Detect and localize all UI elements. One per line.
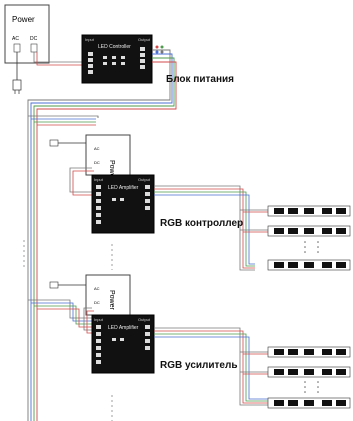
power-box-low: Power AC DC xyxy=(85,274,131,316)
controller-output-dots xyxy=(155,45,164,54)
mains-plug-mid-icon xyxy=(49,139,86,147)
power-box-low-title: Power xyxy=(108,290,115,311)
bus-tap-amp2 xyxy=(28,299,92,328)
led-amplifier-2-box: Input Output LED Amplifier xyxy=(91,314,155,374)
power-to-controller-wires xyxy=(33,52,82,66)
amp2-input-label: Input xyxy=(94,317,104,322)
power-box-low-dc: DC xyxy=(94,300,100,305)
controller-output-bus xyxy=(27,49,177,421)
power-box-mid: Power AC DC xyxy=(85,134,131,181)
power-box-low-ac: AC xyxy=(94,286,100,291)
led-strip-2b xyxy=(267,366,351,378)
caption-rgb-controller: RGB контроллер xyxy=(160,218,244,229)
power-mid-to-amp1-wires xyxy=(69,167,94,196)
mains-plug-top-icon xyxy=(12,52,22,94)
led-strip-1b xyxy=(267,225,351,237)
led-strip-1c xyxy=(267,259,351,271)
led-strip-1a xyxy=(267,205,351,217)
power-box-mid-ac: AC xyxy=(94,146,100,151)
power-box-top-ac: AC xyxy=(12,36,19,42)
caption-power-unit: Блок питания xyxy=(166,74,234,85)
amp2-title: LED Amplifier xyxy=(108,325,139,331)
led-controller-box: Input Output LED Controller xyxy=(81,34,153,84)
strip-gap-dots-1 xyxy=(304,241,319,253)
amp2-output-wires xyxy=(154,327,268,406)
power-box-mid-title: Power xyxy=(108,160,115,181)
amp1-input-label: Input xyxy=(94,177,104,182)
power-box-top-title: Power xyxy=(12,15,35,24)
led-strip-2c xyxy=(267,397,351,409)
led-strip-2a xyxy=(267,346,351,358)
led-amplifier-1-box: Input Output LED Amplifier xyxy=(91,174,155,234)
strip-gap-dots-2 xyxy=(304,381,319,393)
power-low-to-amp2-wires xyxy=(83,307,94,334)
power-box-mid-dc: DC xyxy=(94,160,100,165)
caption-rgb-amplifier: RGB усилитель xyxy=(160,360,238,371)
power-box-top-dc: DC xyxy=(30,36,38,42)
controller-input-label: Input xyxy=(85,37,95,42)
controller-output-label: Output xyxy=(138,37,151,42)
continuation-dashes xyxy=(23,240,113,421)
amp1-output-wires xyxy=(154,185,268,271)
power-box-top: Power AC DC xyxy=(4,4,50,64)
bus-tap-amp1 xyxy=(28,115,99,126)
amp2-output-label: Output xyxy=(138,317,151,322)
amp1-title: LED Amplifier xyxy=(108,185,139,191)
amp1-output-label: Output xyxy=(138,177,151,182)
mains-plug-low-icon xyxy=(49,281,86,289)
controller-title: LED Controller xyxy=(98,44,131,50)
